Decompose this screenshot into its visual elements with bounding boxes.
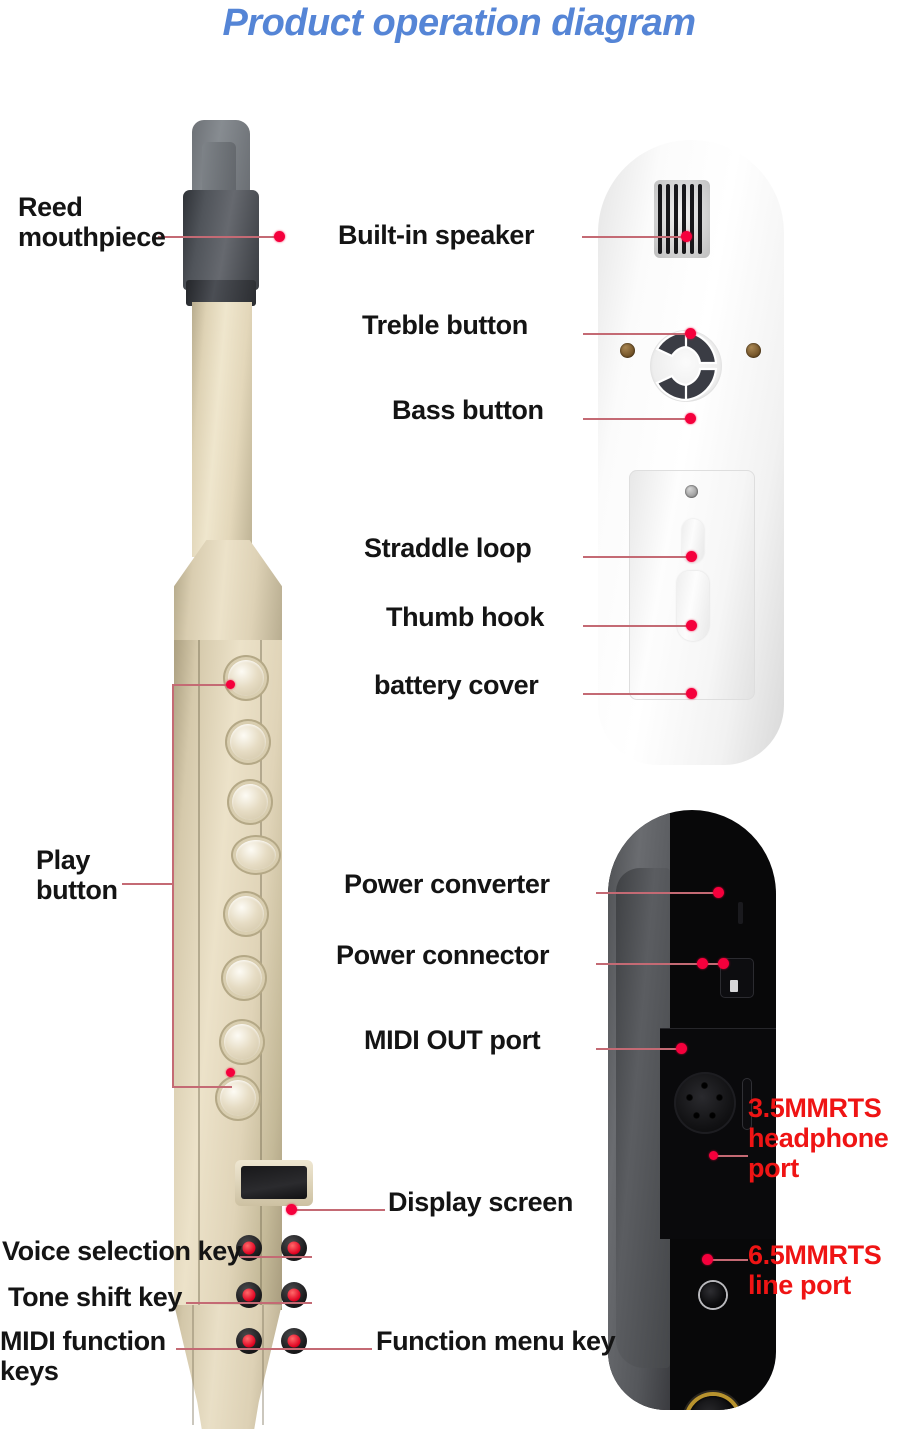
- play-key-7[interactable]: [224, 1024, 260, 1060]
- key-led: [242, 1334, 256, 1348]
- leader-voice-selection-key: [240, 1256, 312, 1258]
- leader-bass-button: [583, 418, 692, 420]
- midi-function-key-left[interactable]: [236, 1328, 262, 1354]
- label-headphone-port: 3.5MMRTS headphone port: [748, 1093, 889, 1184]
- line-jack-6-5mm[interactable]: [688, 1396, 738, 1410]
- display-screen: [241, 1166, 307, 1199]
- label-tone-shift-key: Tone shift key: [8, 1282, 182, 1312]
- bell-seam-right: [262, 1305, 264, 1425]
- black-unit-port-panel: [660, 1028, 776, 1239]
- marker-midi-out-port: [676, 1043, 687, 1054]
- wind-instrument-illustration: [150, 120, 370, 1429]
- marker-treble-button: [685, 328, 696, 339]
- play-key-6[interactable]: [226, 960, 262, 996]
- marker-display-screen: [286, 1204, 297, 1215]
- label-voice-selection-key: Voice selection key: [2, 1236, 242, 1266]
- body-seam-left: [198, 640, 200, 1310]
- midi-out-port[interactable]: [674, 1072, 736, 1134]
- instrument-shoulder: [174, 540, 282, 650]
- treble-bass-rocker-icon[interactable]: [650, 330, 722, 402]
- label-power-connector: Power connector: [336, 940, 550, 970]
- marker-headphone-port: [709, 1151, 718, 1160]
- battery-cover-screw: [685, 485, 698, 498]
- leader-built-in-speaker: [582, 236, 688, 238]
- leader-treble-button: [583, 333, 692, 335]
- leader-display-screen: [293, 1209, 385, 1211]
- key-led: [242, 1241, 256, 1255]
- leader-function-menu-key: [296, 1348, 372, 1350]
- label-function-menu-key: Function menu key: [376, 1326, 616, 1356]
- marker-power-connector-a: [697, 958, 708, 969]
- leader-play-button-bracket: [172, 684, 232, 1088]
- marker-bass-button: [685, 413, 696, 424]
- marker-reed-mouthpiece: [274, 231, 285, 242]
- label-line-port: 6.5MMRTS line port: [748, 1240, 882, 1301]
- marker-play-button-top: [226, 680, 235, 689]
- label-thumb-hook: Thumb hook: [386, 602, 544, 632]
- leader-battery-cover: [583, 693, 693, 695]
- speaker-grille-icon: [654, 180, 710, 258]
- marker-power-converter: [713, 887, 724, 898]
- tone-shift-key-right[interactable]: [281, 1282, 307, 1308]
- play-key-1[interactable]: [228, 660, 264, 696]
- leader-midi-out-port: [596, 1048, 682, 1050]
- leader-power-connector: [596, 963, 720, 965]
- headphone-jack-3-5mm[interactable]: [700, 1282, 726, 1308]
- screw-left: [620, 343, 635, 358]
- marker-thumb-hook: [686, 620, 697, 631]
- label-reed-mouthpiece: Reed mouthpiece: [18, 192, 166, 253]
- power-converter-slot: [738, 902, 743, 924]
- play-key-4[interactable]: [236, 840, 276, 870]
- leader-power-converter: [596, 892, 720, 894]
- label-treble-button: Treble button: [362, 310, 528, 340]
- leader-play-button: [122, 883, 174, 885]
- usb-port[interactable]: [742, 1078, 752, 1130]
- black-unit-illustration: [608, 810, 776, 1410]
- marker-line-port: [702, 1254, 713, 1265]
- mouthpiece-tip: [192, 120, 250, 198]
- key-led: [242, 1288, 256, 1302]
- white-unit-illustration: [598, 140, 784, 765]
- battery-cover-panel[interactable]: [629, 470, 755, 700]
- label-bass-button: Bass button: [392, 395, 544, 425]
- label-battery-cover: battery cover: [374, 670, 539, 700]
- label-straddle-loop: Straddle loop: [364, 533, 532, 563]
- bell-seam-left: [192, 1305, 194, 1425]
- leader-reed-mouthpiece: [158, 236, 276, 238]
- mouthpiece-neck: [183, 190, 259, 290]
- function-menu-key[interactable]: [281, 1328, 307, 1354]
- key-led: [287, 1288, 301, 1302]
- marker-straddle-loop: [686, 551, 697, 562]
- label-midi-function-keys: MIDI function keys: [0, 1326, 166, 1387]
- label-play-button: Play button: [36, 845, 118, 906]
- marker-power-connector-b: [718, 958, 729, 969]
- leader-tone-shift-key: [186, 1302, 312, 1304]
- leader-thumb-hook: [583, 625, 693, 627]
- page-title: Product operation diagram: [222, 2, 696, 44]
- instrument-bell: [174, 1305, 282, 1429]
- key-led: [287, 1241, 301, 1255]
- key-led: [287, 1334, 301, 1348]
- label-built-in-speaker: Built-in speaker: [338, 220, 535, 250]
- instrument-upper-body: [192, 302, 252, 557]
- leader-line-port: [710, 1259, 748, 1261]
- leader-midi-function-keys: [176, 1348, 312, 1350]
- label-display-screen: Display screen: [388, 1187, 574, 1217]
- play-key-3[interactable]: [232, 784, 268, 820]
- marker-play-button-bottom: [226, 1068, 235, 1077]
- leader-headphone-port: [714, 1155, 748, 1157]
- play-key-2[interactable]: [230, 724, 266, 760]
- marker-battery-cover: [686, 688, 697, 699]
- mouthpiece-ligature-band: [186, 280, 256, 306]
- tone-shift-key-left[interactable]: [236, 1282, 262, 1308]
- label-midi-out-port: MIDI OUT port: [364, 1025, 541, 1055]
- label-power-converter: Power converter: [344, 869, 550, 899]
- leader-straddle-loop: [583, 556, 693, 558]
- play-key-5[interactable]: [228, 896, 264, 932]
- screw-right: [746, 343, 761, 358]
- marker-built-in-speaker: [681, 231, 692, 242]
